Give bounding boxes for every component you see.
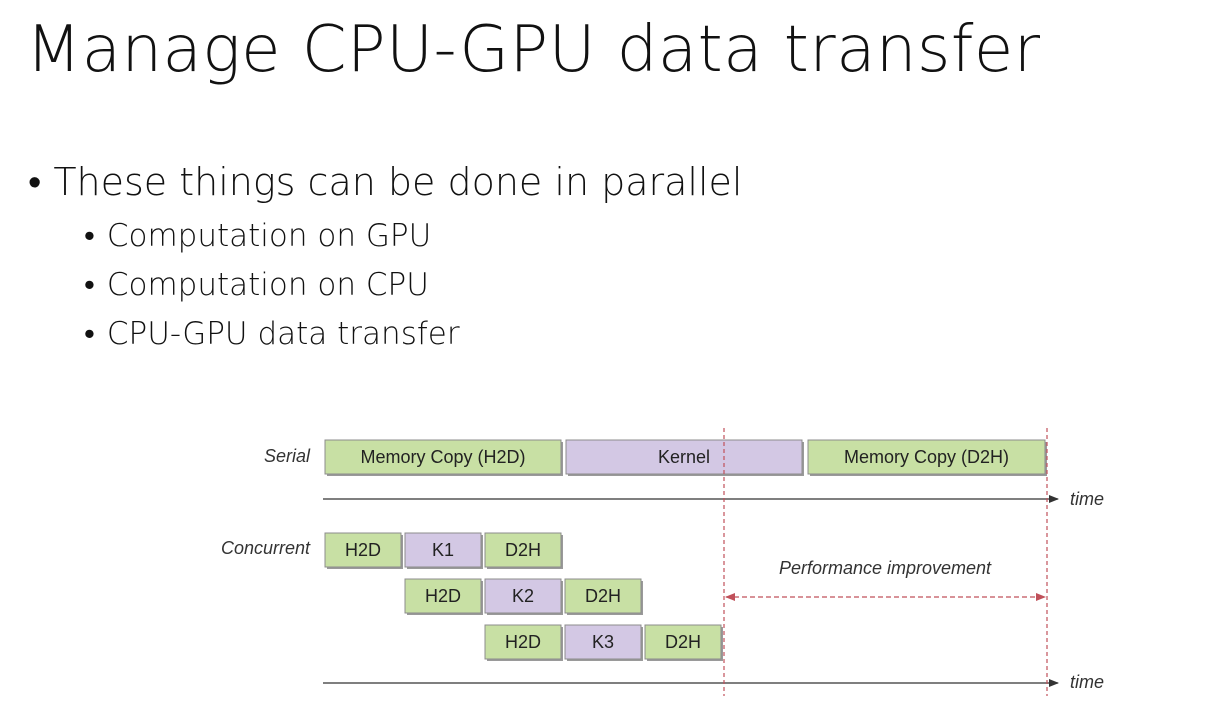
block-label: K2 [512,586,534,606]
block-label: D2H [585,586,621,606]
sub-bullet-text: Computation on GPU [106,218,432,254]
time-axis-label: time [1070,672,1104,692]
concurrent-label: Concurrent [221,538,311,558]
block-label: H2D [425,586,461,606]
block-rect [404,532,482,568]
block-kernel: K3 [564,624,643,661]
block-kernel: K2 [484,578,563,615]
sub-bullet-text: CPU-GPU data transfer [106,316,460,352]
block-rect [484,624,562,660]
block-label: H2D [345,540,381,560]
block-label: K1 [432,540,454,560]
block-rect [324,439,562,475]
block-rect [564,624,642,660]
block-label: D2H [505,540,541,560]
block-label: Memory Copy (D2H) [844,447,1009,467]
block-rect [644,624,722,660]
slide-title: Manage CPU-GPU data transfer [26,13,1041,87]
block-rect [324,532,402,568]
block-transfer: H2D [404,578,483,615]
block-rect [484,532,562,568]
block-rect [404,578,482,614]
bullet-dot: • [84,316,95,352]
block-rect [807,439,1046,475]
bullet-dot: • [84,267,95,303]
sub-bullet: • Computation on GPU [84,218,431,255]
block-kernel: Kernel [565,439,804,476]
block-rect [564,578,642,614]
block-rect [484,578,562,614]
block-label: K3 [592,632,614,652]
main-bullet-text: These things can be done in parallel [53,160,743,204]
main-bullet: •These things can be done in parallel [28,160,742,206]
serial-label: Serial [264,446,311,466]
bullet-dot: • [84,218,95,254]
block-label: Memory Copy (H2D) [360,447,525,467]
sub-bullet: • Computation on CPU [84,267,429,304]
block-transfer: D2H [564,578,643,615]
block-transfer: H2D [484,624,563,661]
block-kernel: K1 [404,532,483,569]
block-label: Kernel [658,447,710,467]
block-label: D2H [665,632,701,652]
bullet-dot: • [28,160,42,204]
sub-bullet-text: Computation on CPU [106,267,429,303]
sub-bullet: • CPU-GPU data transfer [84,316,460,353]
block-transfer: D2H [644,624,723,661]
block-transfer: Memory Copy (D2H) [807,439,1047,476]
block-transfer: D2H [484,532,563,569]
improvement-label: Performance improvement [779,558,992,578]
block-transfer: Memory Copy (H2D) [324,439,563,476]
block-rect [565,439,803,475]
block-label: H2D [505,632,541,652]
block-transfer: H2D [324,532,403,569]
time-axis-label: time [1070,489,1104,509]
blocks-layer: Serial Memory Copy (H2D) Kernel Memory Copy… [221,439,1047,661]
